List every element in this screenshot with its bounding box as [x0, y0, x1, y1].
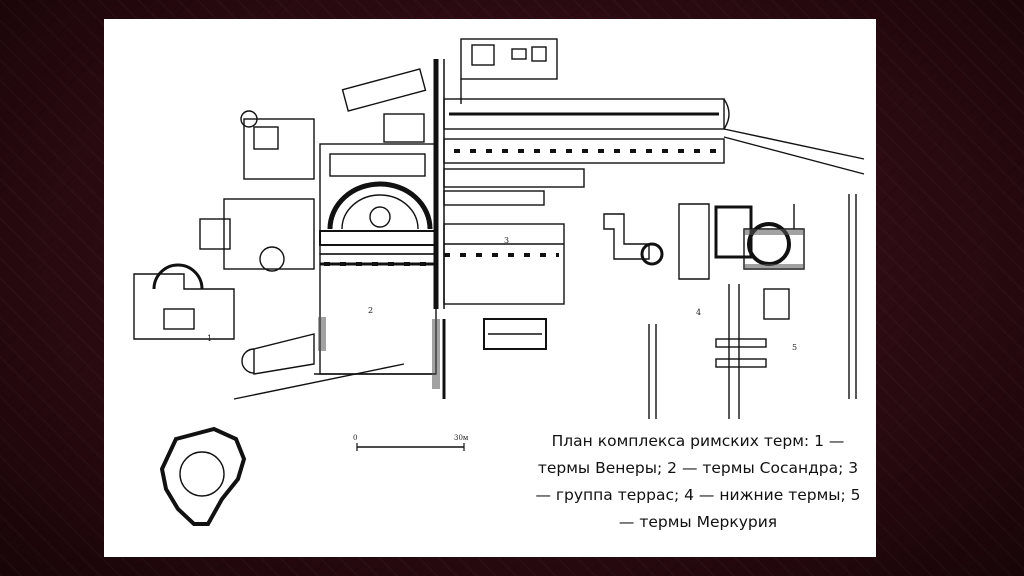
- architectural-plan: 1 2 3 4 5 0 30м: [133, 38, 865, 526]
- scale-bar: 0 30м: [353, 434, 469, 451]
- area-number-3: 3: [504, 236, 509, 245]
- scale-start-label: 0: [353, 434, 357, 442]
- area-number-2: 2: [368, 306, 373, 315]
- figure-panel: 1 2 3 4 5 0 30м План комплекса римских т…: [104, 19, 876, 557]
- plan-caption: План комплекса римских терм: 1 — термы В…: [535, 432, 861, 531]
- area-number-4: 4: [696, 308, 701, 317]
- area-number-1: 1: [207, 334, 212, 343]
- area-number-5: 5: [792, 343, 797, 352]
- scale-end-label: 30м: [454, 434, 469, 442]
